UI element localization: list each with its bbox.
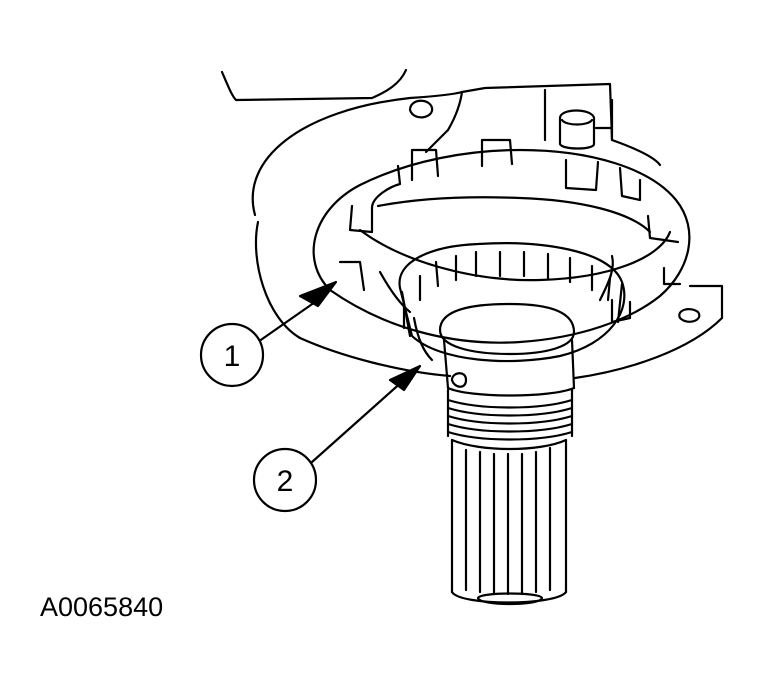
figure-id-label: A0065840 [40,592,164,622]
ring-gear [312,138,691,344]
callout-2-number: 2 [277,465,294,498]
shaft-hole [450,372,468,388]
callout-2-arrowhead [388,364,422,392]
callout-1: 1 [199,280,338,388]
case-bolt [678,308,701,323]
output-shaft [438,302,576,606]
callout-1-arrowhead [298,280,338,308]
callout-1-number: 1 [224,340,241,373]
callout-2-leader [310,378,406,464]
callout-2: 2 [252,364,422,513]
callout-1-circle [199,322,265,388]
callout-1-leader [253,298,320,346]
dowel-pin [408,99,434,119]
housing-case [220,68,724,380]
sun-gear-hub [398,242,626,363]
callout-2-circle [252,447,318,513]
bolt-head [558,109,596,150]
